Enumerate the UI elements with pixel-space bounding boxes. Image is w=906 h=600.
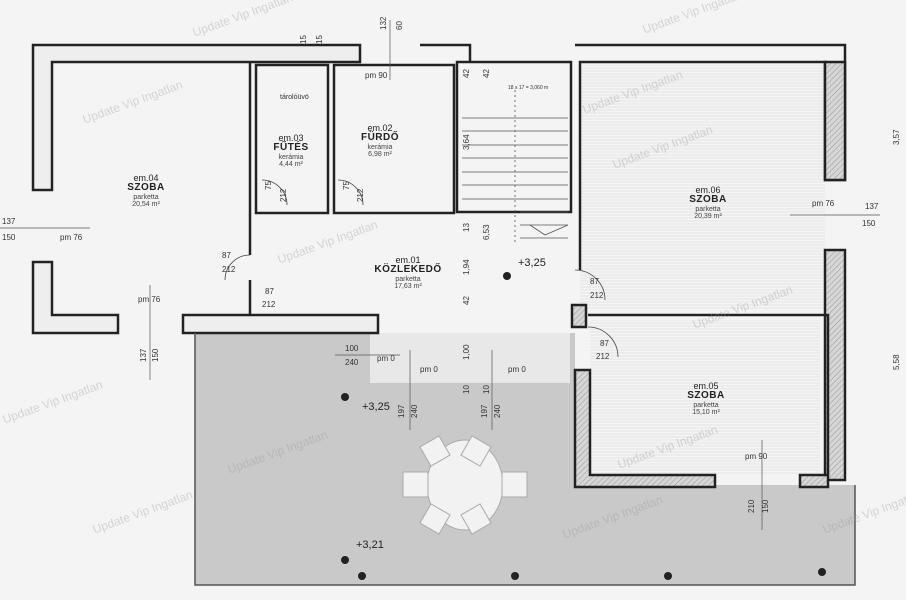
dim-label: 42 (462, 296, 471, 305)
room-area: 20,39 m² (694, 213, 722, 221)
room-label-em02: em.02 FÜRDŐ kerámia 6,98 m² (360, 123, 400, 159)
level-label: +3,25 (518, 257, 546, 269)
dining-table (402, 435, 528, 535)
level-label: +3,25 (362, 401, 390, 413)
dim-label: 42 (462, 69, 471, 78)
dim-label: pm 0 (508, 365, 526, 374)
dim-label: 240 (493, 404, 502, 418)
room-floor: parketta (695, 205, 721, 213)
dim-label: 212 (262, 300, 276, 309)
dim-label: 75 (342, 181, 351, 190)
dim-label: 150 (2, 233, 16, 242)
room-name: FŰTÉS (273, 142, 309, 154)
dim-label: 15 (315, 35, 324, 44)
dim-label: 150 (862, 219, 876, 228)
dim-label: 3,64 (462, 134, 471, 150)
dim-label: 87 (265, 287, 274, 296)
room-number: em.04 (133, 173, 159, 183)
room-area: 4,44 m² (279, 161, 303, 169)
walls (31, 43, 856, 586)
dim-label: 137 (865, 202, 879, 211)
level-label: +3,21 (356, 539, 384, 551)
room-floor: parketta (133, 193, 159, 201)
dim-label: 3,57 (892, 129, 901, 145)
dim-label: 137 (2, 217, 16, 226)
room-label-em03: em.03 FŰTÉS kerámia 4,44 m² (273, 133, 309, 169)
room-name: SZOBA (687, 390, 725, 402)
dim-label: 197 (480, 404, 489, 418)
dim-label: pm 0 (420, 365, 438, 374)
room-number: em.03 (278, 133, 304, 143)
dim-label: 212 (279, 188, 288, 202)
room-area: 20,54 m² (132, 201, 160, 209)
terrace (195, 333, 855, 585)
dim-label: 212 (356, 188, 365, 202)
room-floor: parketta (693, 401, 719, 409)
dim-label: pm 90 (745, 452, 768, 461)
dim-label: 150 (151, 348, 160, 362)
hallway-extension (370, 333, 570, 383)
dim-label: pm 0 (377, 354, 395, 363)
room-floor: kerámia (278, 153, 304, 161)
room-name: KÖZLEKEDŐ (374, 264, 442, 276)
dim-label: 42 (482, 69, 491, 78)
room-area: 15,10 m² (692, 409, 720, 417)
dim-label: 132 (379, 16, 388, 30)
dim-label: 212 (596, 352, 610, 361)
room-floor: parketta (395, 275, 421, 283)
dim-label: 137 (139, 348, 148, 362)
room-number: em.02 (367, 123, 393, 133)
dim-label: 5,58 (892, 354, 901, 370)
dim-label: 212 (590, 291, 604, 300)
dim-label: 1,94 (462, 259, 471, 275)
door-swings (224, 179, 619, 358)
room-label-em05: em.05 SZOBA parketta 15,10 m² (687, 381, 725, 417)
dim-label: pm 76 (138, 295, 161, 304)
dim-label: 6,53 (482, 224, 491, 240)
dim-label: 240 (345, 358, 359, 367)
dim-label: 60 (395, 21, 404, 30)
room-area: 6,98 m² (368, 151, 392, 159)
stair-note: 18 x 17 = 3,060 m (508, 85, 549, 91)
room-number: em.05 (693, 381, 719, 391)
dim-label: pm 76 (812, 199, 835, 208)
dim-label: 212 (222, 265, 236, 274)
level-markers (341, 272, 826, 580)
room-name: FÜRDŐ (360, 132, 400, 144)
storage-label: tárolóüvö (280, 94, 309, 101)
room-label-em04: em.04 SZOBA parketta 20,54 m² (127, 173, 165, 209)
dim-label: 87 (590, 277, 599, 286)
staircase (462, 90, 569, 245)
dimension-lines (0, 20, 880, 530)
dim-label: 240 (410, 404, 419, 418)
dim-label: 150 (761, 499, 770, 513)
dim-label: 1,00 (462, 344, 471, 360)
dim-label: 13 (462, 223, 471, 232)
dim-label: 87 (222, 251, 231, 260)
room-number: em.01 (395, 255, 421, 265)
room-label-em01: em.01 KÖZLEKEDŐ parketta 17,63 m² (374, 255, 442, 291)
room-floor: kerámia (367, 143, 393, 151)
dim-label: 10 (482, 385, 491, 394)
dim-label: 75 (264, 181, 273, 190)
room-number: em.06 (695, 185, 721, 195)
room-label-em06: em.06 SZOBA parketta 20,39 m² (689, 185, 727, 221)
dim-label: 87 (600, 339, 609, 348)
dim-label: 197 (397, 404, 406, 418)
dim-label: 15 (299, 35, 308, 44)
dim-label: pm 90 (365, 71, 388, 80)
dim-label: 10 (462, 385, 471, 394)
dim-label: 210 (747, 499, 756, 513)
room-name: SZOBA (689, 194, 727, 206)
dim-label: pm 76 (60, 233, 83, 242)
room-area: 17,63 m² (394, 283, 422, 291)
room-name: SZOBA (127, 182, 165, 194)
dim-label: 100 (345, 344, 359, 353)
